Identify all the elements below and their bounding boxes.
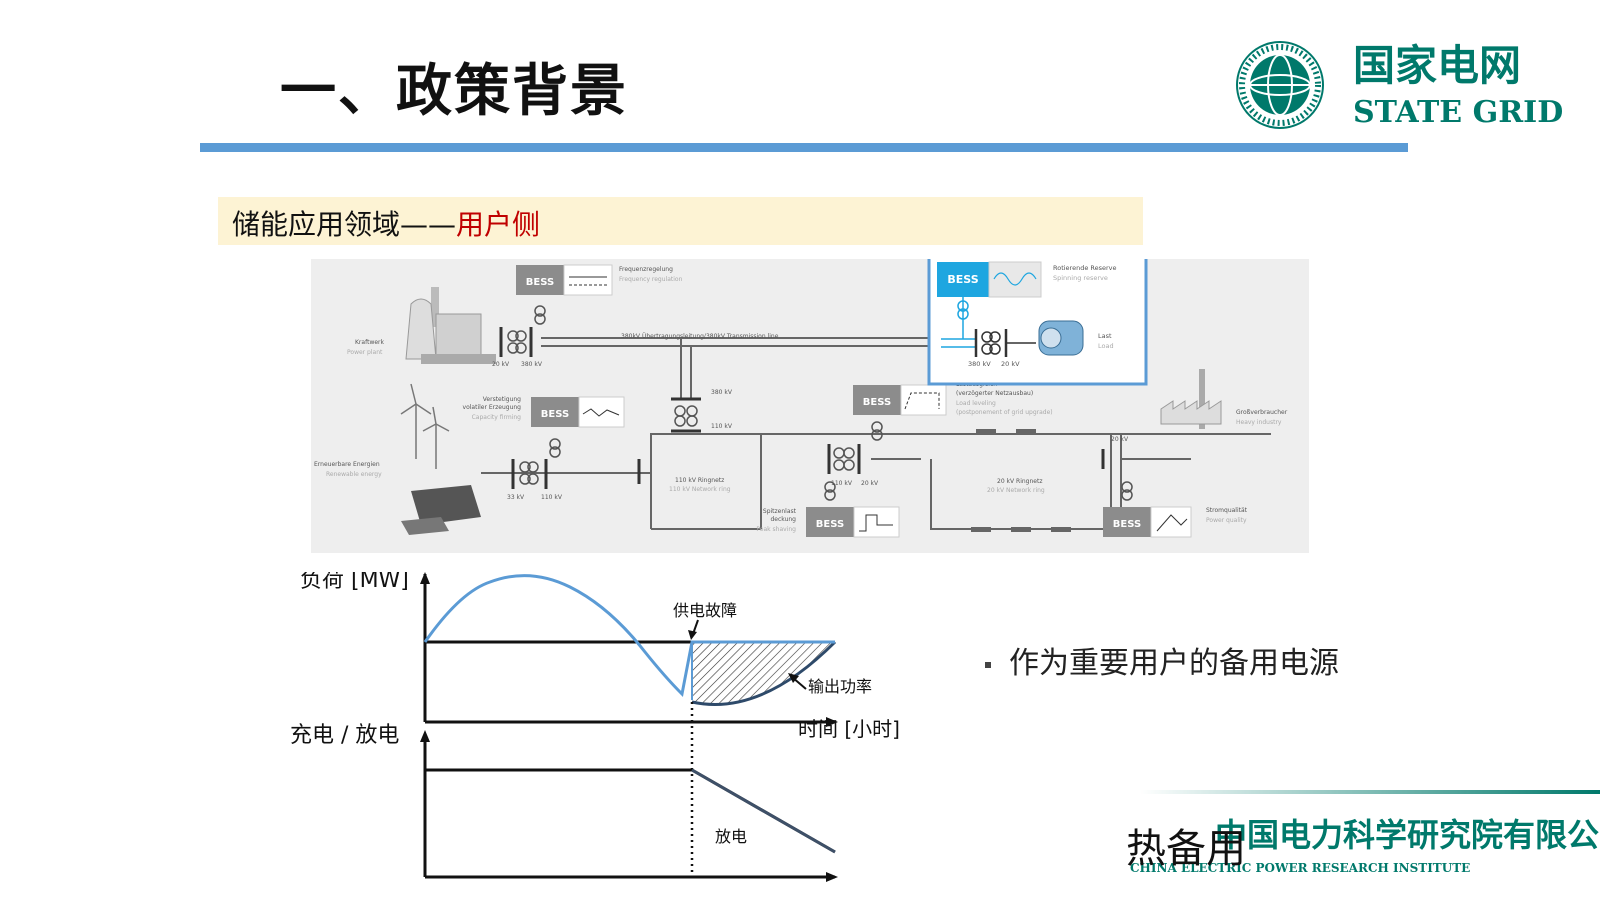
header-divider-bar: [200, 143, 1408, 152]
bess-label: BESS: [526, 277, 554, 288]
subtitle: 储能应用领域——用户侧: [232, 203, 540, 243]
bullet-text: 作为重要用户的备用电源: [1009, 646, 1339, 681]
voltage-380kv-b: 380 kV: [711, 389, 733, 396]
load-en: Load: [1098, 342, 1114, 350]
frequency-en: Frequency regulation: [619, 276, 683, 283]
ring110-en: 110 kV Network ring: [669, 486, 731, 493]
bullet-square-icon: [985, 661, 991, 668]
frequency-de: Frequenzregelung: [619, 266, 673, 273]
voltage-20kv: 20 kV: [492, 361, 510, 368]
peak-de1: Spitzenlast: [763, 508, 797, 515]
capacity-de2: volatiler Erzeugung: [463, 404, 522, 411]
discharge-label: 放电: [715, 827, 747, 846]
footer-institute-en: CHINA ELECTRIC POWER RESEARCH INSTITUTE: [1130, 861, 1470, 875]
spinning-en: Spinning reserve: [1053, 274, 1108, 282]
voltage-380kv-s: 380 kV: [968, 360, 991, 368]
spinning-de: Rotierende Reserve: [1053, 264, 1117, 272]
bess-label: BESS: [1113, 519, 1141, 530]
heavy-industry-de: Großverbraucher: [1236, 409, 1288, 416]
motor-icon: [1038, 320, 1084, 356]
bess-power-quality: BESS Stromqualität Power quality: [1103, 506, 1248, 538]
bess-peak-shaving: BESS Spitzenlast deckung Peak shaving: [756, 506, 900, 538]
load-curve: [423, 574, 835, 698]
bess-label: BESS: [816, 519, 844, 530]
y-label-top: 负荷 [MW]: [300, 572, 409, 593]
capacity-en: Capacity firming: [472, 414, 522, 421]
bess-label: BESS: [947, 273, 978, 286]
subtitle-highlight: 用户侧: [456, 208, 541, 241]
capacity-de1: Verstetigung: [483, 396, 521, 403]
load-leveling-en1: Load leveling: [956, 400, 996, 407]
solar-panel-icon: [401, 485, 481, 535]
wind-turbine-icon: [400, 383, 450, 469]
ring20-en: 20 kV Network ring: [987, 487, 1045, 494]
voltage-110kv-d: 110 kV: [831, 480, 853, 487]
renewable-en: Renewable energy: [326, 471, 382, 478]
page-title: 一、政策背景: [280, 59, 628, 124]
renewable-de: Erneuerbare Energien: [314, 461, 380, 468]
bullet-item: 作为重要用户的备用电源: [985, 638, 1339, 682]
factory-icon: [1160, 369, 1222, 429]
power-plant-de: Kraftwerk: [355, 339, 385, 346]
transmission-label: 380kV Übertragungsleitung/380kV Transmis…: [621, 333, 779, 340]
discharge-line: [691, 768, 836, 854]
footer-gradient-line: [1140, 790, 1600, 794]
x-label: 时间 [小时]: [798, 717, 900, 741]
power-plant-icon: [405, 287, 496, 364]
state-grid-logo: 国家电网 STATE GRID: [1236, 41, 1563, 130]
bess-label: BESS: [541, 409, 569, 420]
heavy-industry-en: Heavy industry: [1236, 419, 1282, 426]
power-plant-en: Power plant: [347, 349, 383, 356]
output-power-area: [692, 642, 835, 705]
voltage-20kv-d: 20 kV: [861, 480, 879, 487]
load-de: Last: [1098, 332, 1112, 340]
peak-de2: deckung: [770, 516, 796, 523]
load-leveling-de2: (verzögerter Netzausbau): [956, 390, 1033, 397]
voltage-33kv: 33 kV: [507, 494, 525, 501]
logo-cn-text: 国家电网: [1353, 41, 1521, 90]
ring20-switches: [971, 429, 1071, 532]
hot-reserve-label: 热备用: [1126, 826, 1246, 872]
y-label-bottom: 充电 / 放电: [290, 723, 399, 748]
spinning-reserve-highlight: BESS Rotierende Reserve Spinning reserve…: [927, 259, 1148, 386]
grid-storage-diagram: BESS Frequenzregelung Frequency regulati…: [311, 259, 1309, 553]
transformers: [507, 305, 1133, 501]
voltage-110kv-b: 110 kV: [711, 423, 733, 430]
charge-level-line: [425, 768, 836, 854]
output-power-curve: [691, 640, 837, 706]
voltage-20kv-s: 20 kV: [1001, 360, 1020, 368]
bess-frequency-regulation: BESS Frequenzregelung Frequency regulati…: [516, 264, 683, 296]
backup-power-chart: 供电故障 输出功率 负荷 [MW] 时间 [小时] 充电 / 放电 放电: [290, 572, 900, 882]
peak-en: Peak shaving: [756, 526, 796, 533]
ring20-de: 20 kV Ringnetz: [997, 478, 1042, 485]
fault-label: 供电故障: [673, 601, 737, 620]
logo-en-text: STATE GRID: [1353, 95, 1563, 130]
output-label: 输出功率: [808, 677, 872, 696]
quality-de: Stromqualität: [1206, 507, 1248, 514]
bess-capacity-firming: BESS Verstetigung volatiler Erzeugung Ca…: [463, 396, 625, 428]
bess-label: BESS: [863, 397, 891, 408]
load-leveling-en2: (postponement of grid upgrade): [956, 409, 1053, 416]
footer-institute-cn: 中国电力科学研究院有限公司: [1215, 816, 1600, 854]
subtitle-prefix: 储能应用领域——: [232, 208, 457, 241]
quality-en: Power quality: [1206, 517, 1247, 524]
ring110-de: 110 kV Ringnetz: [675, 477, 724, 484]
voltage-380kv: 380 kV: [521, 361, 543, 368]
subtitle-background: [218, 197, 1143, 245]
footer-branding: 中国电力科学研究院有限公司 CHINA ELECTRIC POWER RESEA…: [1130, 790, 1600, 875]
voltage-110kv-c: 110 kV: [541, 494, 563, 501]
state-grid-seal-icon: [1236, 41, 1324, 129]
voltage-20kv-e: 20 kV: [1111, 436, 1129, 443]
busbars: [499, 327, 1105, 489]
grid-lines: [481, 337, 1271, 530]
